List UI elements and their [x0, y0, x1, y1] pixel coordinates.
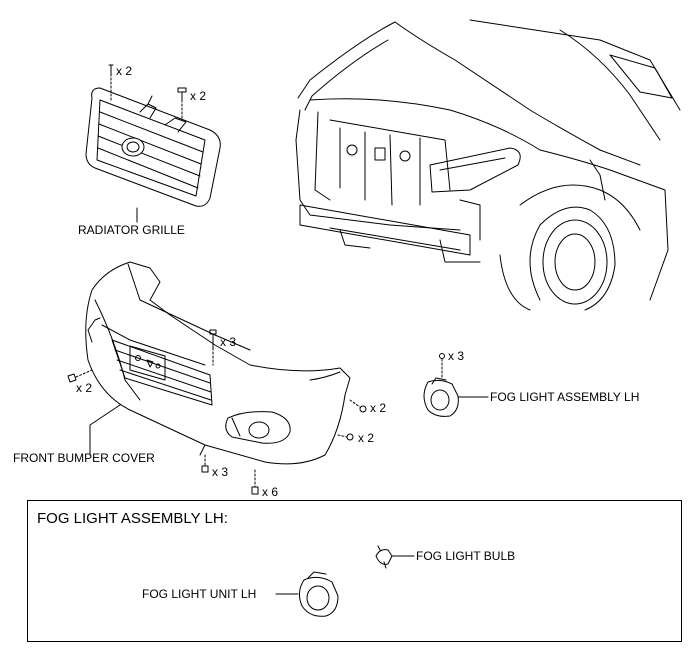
grille-screw-quantity: x 2: [116, 64, 133, 78]
fog-light-screw-quantity: x 3: [448, 349, 465, 363]
bumper-bottom-screw-quantity: x 3: [212, 465, 229, 479]
radiator-grille-illustration: [85, 87, 221, 207]
bumper-right-upper-screw-icon: [349, 399, 367, 413]
fog-light-assembly-label: FOG LIGHT ASSEMBLY LH: [490, 390, 640, 404]
front-bumper-cover-label: FRONT BUMPER COVER: [13, 451, 155, 465]
radiator-grille-label: RADIATOR GRILLE: [78, 223, 185, 237]
fog-light-unit-label: FOG LIGHT UNIT LH: [142, 587, 257, 601]
front-bumper-leader-line: [89, 404, 121, 456]
bumper-right-lower-screw-icon: [337, 433, 354, 441]
bumper-top-screw-quantity: x 3: [220, 335, 237, 349]
bumper-bottom-screw-icon: [201, 454, 209, 473]
fog-light-unit-illustration: [298, 571, 339, 617]
bumper-right-upper-screw-quantity: x 2: [370, 401, 387, 415]
bumper-left-screw-quantity: x 2: [76, 381, 93, 395]
grille-screw-icon: [108, 64, 114, 101]
detail-box-title: FOG LIGHT ASSEMBLY LH:: [37, 510, 228, 527]
bumper-right-lower-screw-quantity: x 2: [358, 431, 375, 445]
vehicle-front-illustration: [295, 19, 681, 311]
bumper-top-screw-icon: [209, 329, 217, 366]
fog-light-bulb-label: FOG LIGHT BULB: [416, 549, 516, 563]
fog-light-detail-box: [27, 500, 682, 642]
fog-light-screw-icon: [439, 353, 445, 379]
front-bumper-cover-illustration: [85, 261, 351, 465]
bumper-bottom-bolt-icon: [251, 469, 259, 495]
bumper-bottom-bolt-quantity: x 6: [262, 485, 279, 499]
fog-light-assembly-illustration: [423, 377, 459, 417]
grille-clip-quantity: x 2: [190, 89, 207, 103]
grille-clip-icon: [177, 87, 187, 119]
bumper-left-screw-icon: [67, 369, 93, 383]
